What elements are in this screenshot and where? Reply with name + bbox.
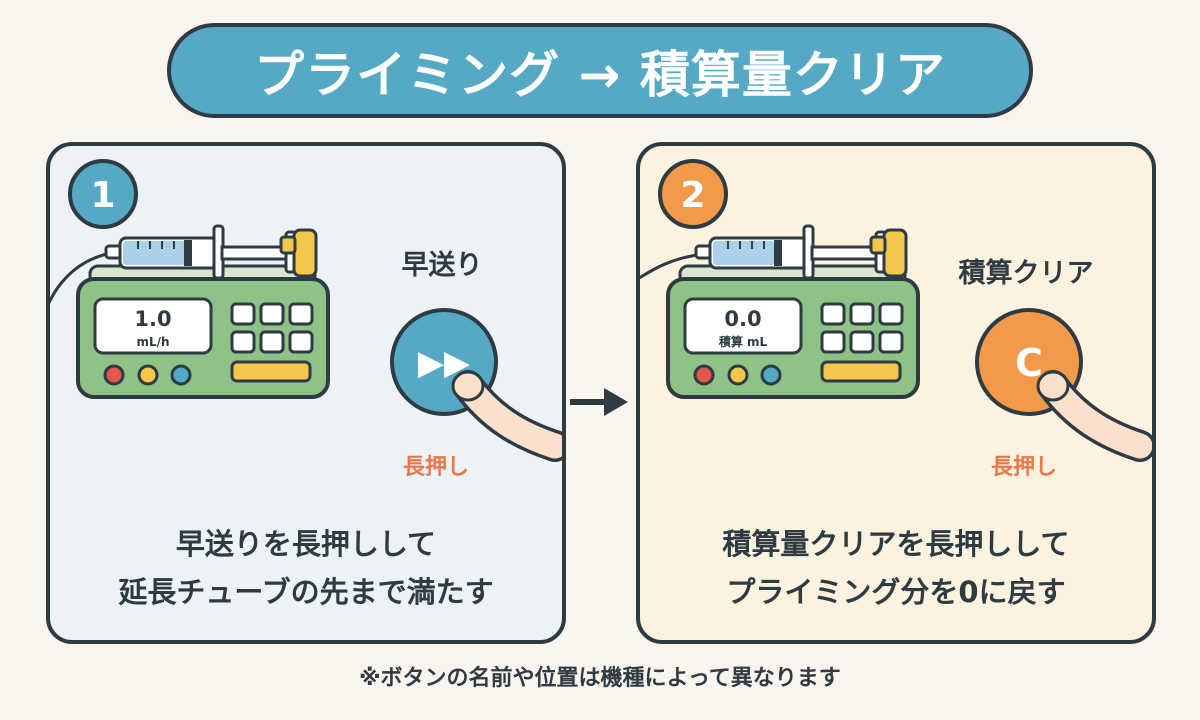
fingertip <box>1036 370 1070 402</box>
pump-keypad <box>820 302 904 354</box>
pusher-block <box>882 228 908 278</box>
step-2-caption: 積算量クリアを長押しして プライミング分を0に戻す <box>640 520 1152 616</box>
press-hold-label: 長押し <box>403 454 469 480</box>
indicator-red <box>103 364 125 386</box>
next-step-arrow-icon <box>570 388 628 416</box>
footnote: ※ボタンの名前や位置は機種によって異なります <box>359 666 841 691</box>
step-1-panel: 1 1.0 mL/h <box>46 142 566 644</box>
syringe-gasket <box>184 240 192 266</box>
step-1-caption-line1: 早送りを長押しして <box>175 527 437 561</box>
pump-yellow-key <box>230 360 312 383</box>
indicator-yellow <box>137 364 159 386</box>
step-1-illustration: 1 1.0 mL/h <box>50 159 562 480</box>
syringe-scale <box>137 241 175 249</box>
fingertip <box>451 370 485 402</box>
syringe-fluid <box>713 241 775 265</box>
fast-forward-label: 早送り <box>402 250 483 281</box>
pump-display <box>683 297 803 355</box>
display-value: 0.0 <box>724 307 761 331</box>
page-title: プライミング → 積算量クリア <box>167 23 1033 118</box>
syringe-fluid <box>123 241 185 265</box>
step-1-caption: 早送りを長押しして 延長チューブの先まで満たす <box>50 520 562 616</box>
pump-yellow-key <box>820 360 902 383</box>
display-unit: mL/h <box>136 335 169 349</box>
clear-total-label: 積算クリア <box>959 257 1094 289</box>
indicator-blue <box>760 364 782 386</box>
display-value: 1.0 <box>134 307 171 331</box>
step-2-panel: 2 0.0 積算 mL <box>636 142 1156 644</box>
step-2-caption-line1: 積算量クリアを長押しして <box>722 527 1070 561</box>
indicator-blue <box>170 364 192 386</box>
pump-keypad <box>230 302 314 354</box>
step-1-badge <box>68 159 138 229</box>
indicator-yellow <box>727 364 749 386</box>
syringe-gasket <box>774 240 782 266</box>
step-1-number: 1 <box>90 175 115 216</box>
syringe-scale <box>727 241 765 249</box>
extension-tube <box>50 250 119 305</box>
press-hold-label: 長押し <box>991 454 1057 480</box>
step-2-illustration: 2 0.0 積算 mL <box>640 159 1152 480</box>
clear-button-symbol: C <box>1015 341 1043 385</box>
step-1-caption-line2: 延長チューブの先まで満たす <box>118 575 494 609</box>
pusher-block <box>292 228 318 278</box>
step-2-badge <box>658 159 728 229</box>
step-2-number: 2 <box>680 175 705 216</box>
pusher-clamp <box>869 235 887 255</box>
pusher-clamp <box>279 235 297 255</box>
display-unit: 積算 mL <box>718 334 768 349</box>
step-2-caption-line2: プライミング分を0に戻す <box>726 575 1066 609</box>
indicator-red <box>693 364 715 386</box>
pump-display <box>93 297 213 355</box>
